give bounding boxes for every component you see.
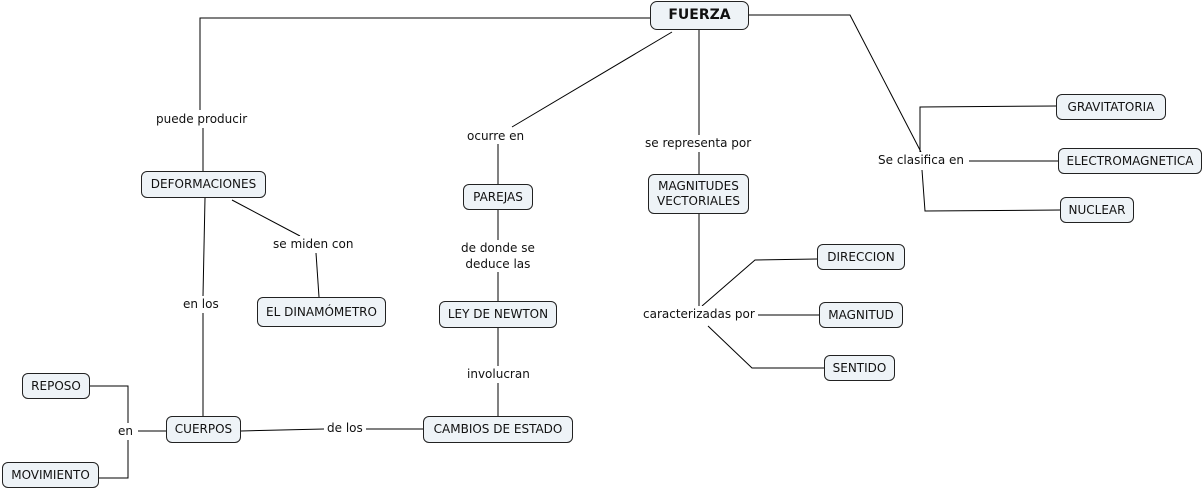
concept-cambios-de-estado[interactable]: CAMBIOS DE ESTADO — [423, 416, 573, 443]
link-en-los: en los — [181, 296, 221, 312]
link-se-representa-por: se representa por — [643, 135, 754, 151]
link-caracterizadas-por: caracterizadas por — [641, 306, 757, 322]
link-en: en — [116, 423, 135, 439]
concept-gravitatoria[interactable]: GRAVITATORIA — [1056, 94, 1166, 120]
link-se-miden-con: se miden con — [271, 236, 356, 252]
link-puede-producir: puede producir — [154, 111, 250, 127]
link-de-donde-se-deduce: de donde se deduce las — [459, 240, 537, 272]
link-de-los: de los — [325, 420, 365, 436]
link-ocurre-en: ocurre en — [465, 128, 527, 144]
link-involucran: involucran — [465, 366, 532, 382]
concept-magnitudes-vectoriales[interactable]: MAGNITUDES VECTORIALES — [648, 174, 749, 214]
concept-sentido[interactable]: SENTIDO — [824, 355, 895, 381]
concept-dinamometro[interactable]: EL DINAMÓMETRO — [257, 297, 386, 327]
concept-ley-de-newton[interactable]: LEY DE NEWTON — [439, 301, 557, 328]
concept-nuclear[interactable]: NUCLEAR — [1060, 197, 1134, 223]
concept-movimiento[interactable]: MOVIMIENTO — [2, 462, 99, 488]
concept-deformaciones[interactable]: DEFORMACIONES — [141, 171, 266, 198]
link-se-clasifica-en: Se clasifica en — [876, 152, 966, 168]
concept-reposo[interactable]: REPOSO — [22, 373, 90, 399]
concept-magnitud[interactable]: MAGNITUD — [819, 302, 903, 328]
concept-cuerpos[interactable]: CUERPOS — [166, 416, 241, 443]
concept-direccion[interactable]: DIRECCION — [817, 244, 905, 270]
concept-electromagnetica[interactable]: ELECTROMAGNETICA — [1058, 148, 1202, 174]
concept-parejas[interactable]: PAREJAS — [463, 184, 533, 210]
concept-fuerza[interactable]: FUERZA — [650, 1, 749, 30]
